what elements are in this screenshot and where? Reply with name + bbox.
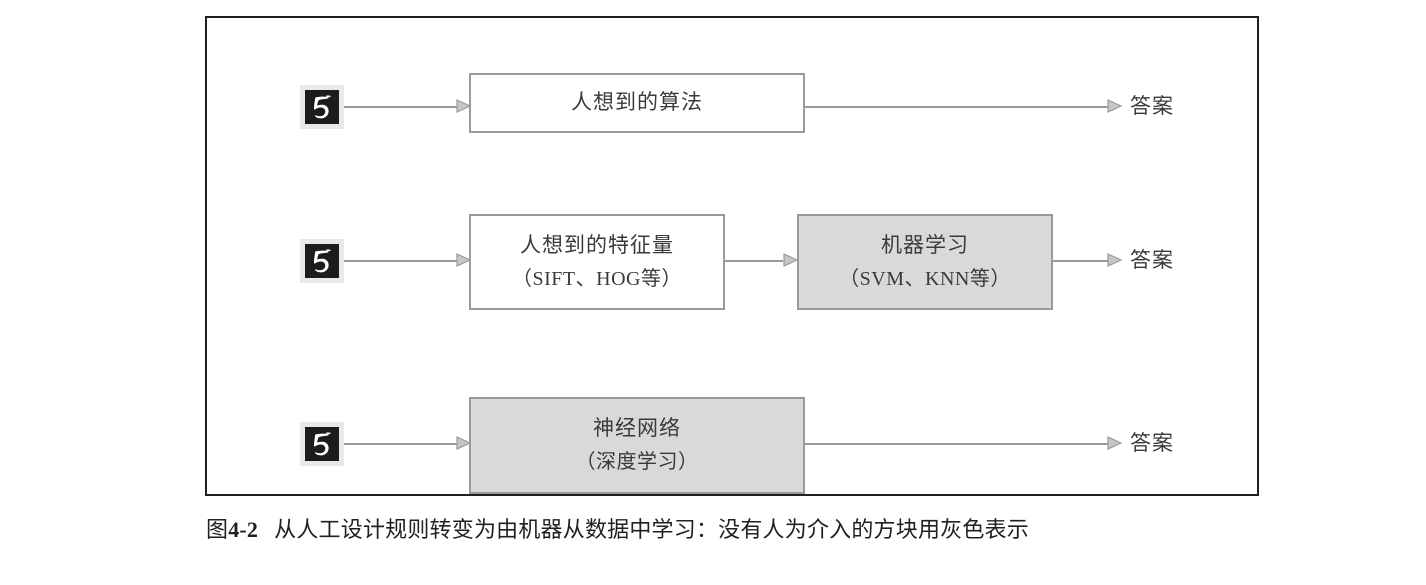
digit-five-glyph xyxy=(313,432,332,456)
box-label-main: 人想到的特征量 xyxy=(520,232,674,257)
connector-rule-to-answer xyxy=(805,106,1115,108)
caption-text: 从人工设计规则转变为由机器从数据中学习：没有人为介入的方块用灰色表示 xyxy=(274,518,1029,543)
connector-ml-to-answer xyxy=(1053,260,1115,262)
flow-row-neural-network: 神经网络 （深度学习） 答案 xyxy=(207,383,1257,503)
flow-row-machine-learning: 人想到的特征量 （SIFT、HOG等） 机器学习 （SVM、KNN等） 答案 xyxy=(207,200,1257,320)
mnist-digit-five-icon xyxy=(300,239,344,283)
mnist-digit-five-icon xyxy=(300,422,344,466)
process-box-feature-engineering[interactable]: 人想到的特征量 （SIFT、HOG等） xyxy=(469,214,725,310)
answer-label-rule: 答案 xyxy=(1130,94,1174,118)
box-label-main: 人想到的算法 xyxy=(571,90,703,115)
answer-label-neural-network: 答案 xyxy=(1130,431,1174,455)
connector-icon-to-nn xyxy=(344,443,464,445)
process-box-neural-network[interactable]: 神经网络 （深度学习） xyxy=(469,397,805,494)
mnist-chip xyxy=(305,244,339,278)
caption-number: 4-2 xyxy=(228,517,259,542)
process-box-rule[interactable]: 人想到的算法 xyxy=(469,73,805,133)
answer-label-machine-learning: 答案 xyxy=(1130,248,1174,272)
box-label-sub: （深度学习） xyxy=(575,451,699,474)
box-label-main: 机器学习 xyxy=(881,232,969,257)
digit-five-glyph xyxy=(313,95,332,119)
mnist-digit-five-icon xyxy=(300,85,344,129)
connector-icon-to-feature xyxy=(344,260,464,262)
flow-row-rule: 人想到的算法 答案 xyxy=(207,46,1257,166)
box-label-main: 神经网络 xyxy=(593,416,681,441)
connector-nn-to-answer xyxy=(805,443,1115,445)
box-label-sub: （SVM、KNN等） xyxy=(839,267,1011,290)
figure-frame: 人想到的算法 答案 人想到的特征量 （ xyxy=(205,16,1259,496)
box-label-sub: （SIFT、HOG等） xyxy=(512,267,682,290)
connector-icon-to-rule xyxy=(344,106,464,108)
connector-feature-to-ml xyxy=(725,260,783,262)
digit-five-glyph xyxy=(313,249,332,273)
caption-prefix: 图 xyxy=(206,518,229,543)
mnist-chip xyxy=(305,427,339,461)
figure-caption: 图4-2 从人工设计规则转变为由机器从数据中学习：没有人为介入的方块用灰色表示 xyxy=(206,512,1029,544)
mnist-chip xyxy=(305,90,339,124)
process-box-machine-learning[interactable]: 机器学习 （SVM、KNN等） xyxy=(797,214,1053,310)
